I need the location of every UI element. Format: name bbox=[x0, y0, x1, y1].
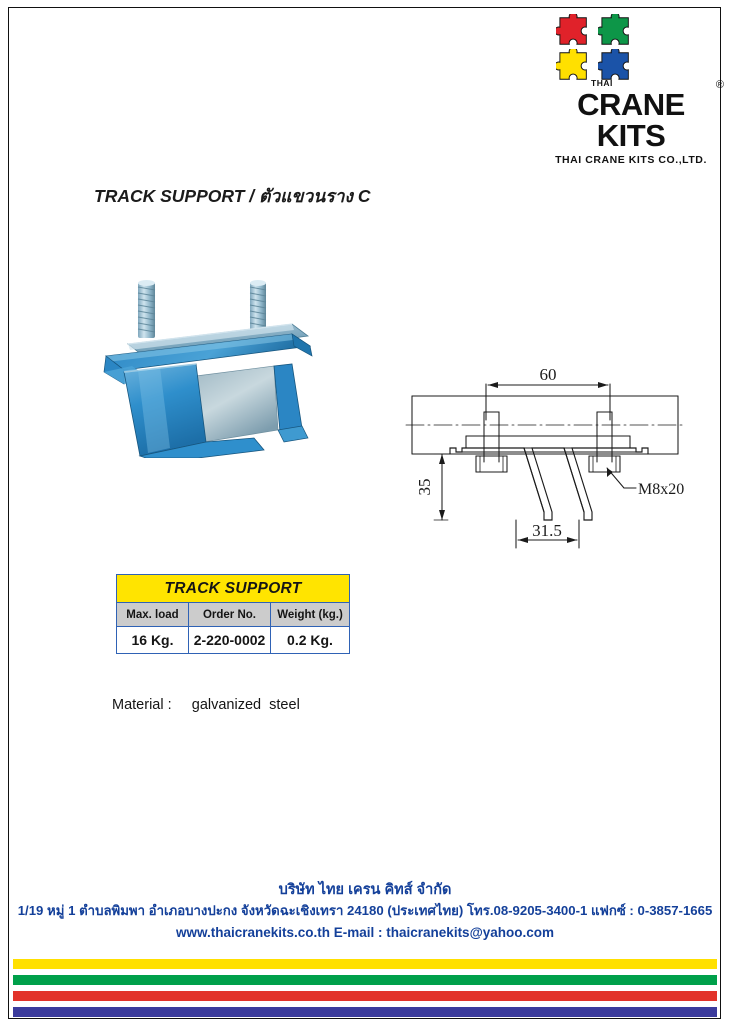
dimension-top-label: 60 bbox=[540, 365, 557, 384]
puzzle-piece-red-icon bbox=[556, 14, 594, 48]
table-title-row: TRACK SUPPORT bbox=[116, 574, 350, 603]
header-order-no: Order No. bbox=[188, 602, 271, 627]
bolt-callout-label: M8x20 bbox=[638, 481, 684, 498]
material-label: Material : galvanized steel bbox=[112, 697, 300, 713]
brand-wordmark: CRANE KITS bbox=[577, 87, 685, 153]
puzzle-piece-blue-icon bbox=[598, 49, 636, 83]
photo-bolt-right bbox=[249, 280, 267, 332]
dimension-left-label: 35 bbox=[415, 479, 434, 496]
footer-color-bars bbox=[13, 959, 717, 1017]
cell-order-no: 2-220-0002 bbox=[188, 626, 271, 654]
table-title-cell: TRACK SUPPORT bbox=[116, 574, 350, 603]
puzzle-piece-green-icon bbox=[598, 14, 636, 48]
table-row: 16 Kg. 2-220-0002 0.2 Kg. bbox=[116, 626, 350, 654]
bar-green bbox=[13, 975, 717, 985]
footer-address: 1/19 หมู่ 1 ตำบลพิมพา อำเภอบางปะกง จังหว… bbox=[17, 903, 713, 918]
header-max-load: Max. load bbox=[116, 602, 189, 627]
bar-blue bbox=[13, 1007, 717, 1017]
dimension-bottom-label: 31.5 bbox=[532, 521, 562, 540]
header-weight: Weight (kg.) bbox=[270, 602, 350, 627]
technical-drawing: 60 35 31.5 M8x20 bbox=[404, 362, 686, 554]
page-title: TRACK SUPPORT / ตัวแขวนราง C bbox=[94, 186, 371, 206]
footer: บริษัท ไทย เครน คิทส์ จำกัด 1/19 หมู่ 1 … bbox=[0, 880, 730, 944]
table-header-row: Max. load Order No. Weight (kg.) bbox=[116, 602, 350, 627]
footer-contact: www.thaicranekits.co.th E-mail : thaicra… bbox=[175, 925, 554, 940]
product-photo bbox=[78, 272, 322, 458]
specification-table: TRACK SUPPORT Max. load Order No. Weight… bbox=[116, 574, 350, 654]
photo-bolt-left bbox=[137, 280, 156, 338]
bar-red bbox=[13, 991, 717, 1001]
puzzle-piece-yellow-icon bbox=[556, 49, 594, 83]
puzzle-logo-mark: THAI bbox=[554, 14, 640, 88]
company-logo: THAI CRANE KITS ® THAI CRANE KITS CO.,LT… bbox=[540, 14, 724, 166]
brand-wordmark-wrap: CRANE KITS ® bbox=[540, 79, 724, 153]
bar-yellow bbox=[13, 959, 717, 969]
logo-thai-text: THAI bbox=[591, 78, 613, 88]
cell-weight: 0.2 Kg. bbox=[270, 626, 350, 654]
cell-max-load: 16 Kg. bbox=[116, 626, 189, 654]
registered-trademark-icon: ® bbox=[715, 79, 724, 91]
brand-legal-name: THAI CRANE KITS CO.,LTD. bbox=[555, 154, 707, 166]
footer-company-name: บริษัท ไทย เครน คิทส์ จำกัด bbox=[278, 882, 452, 898]
